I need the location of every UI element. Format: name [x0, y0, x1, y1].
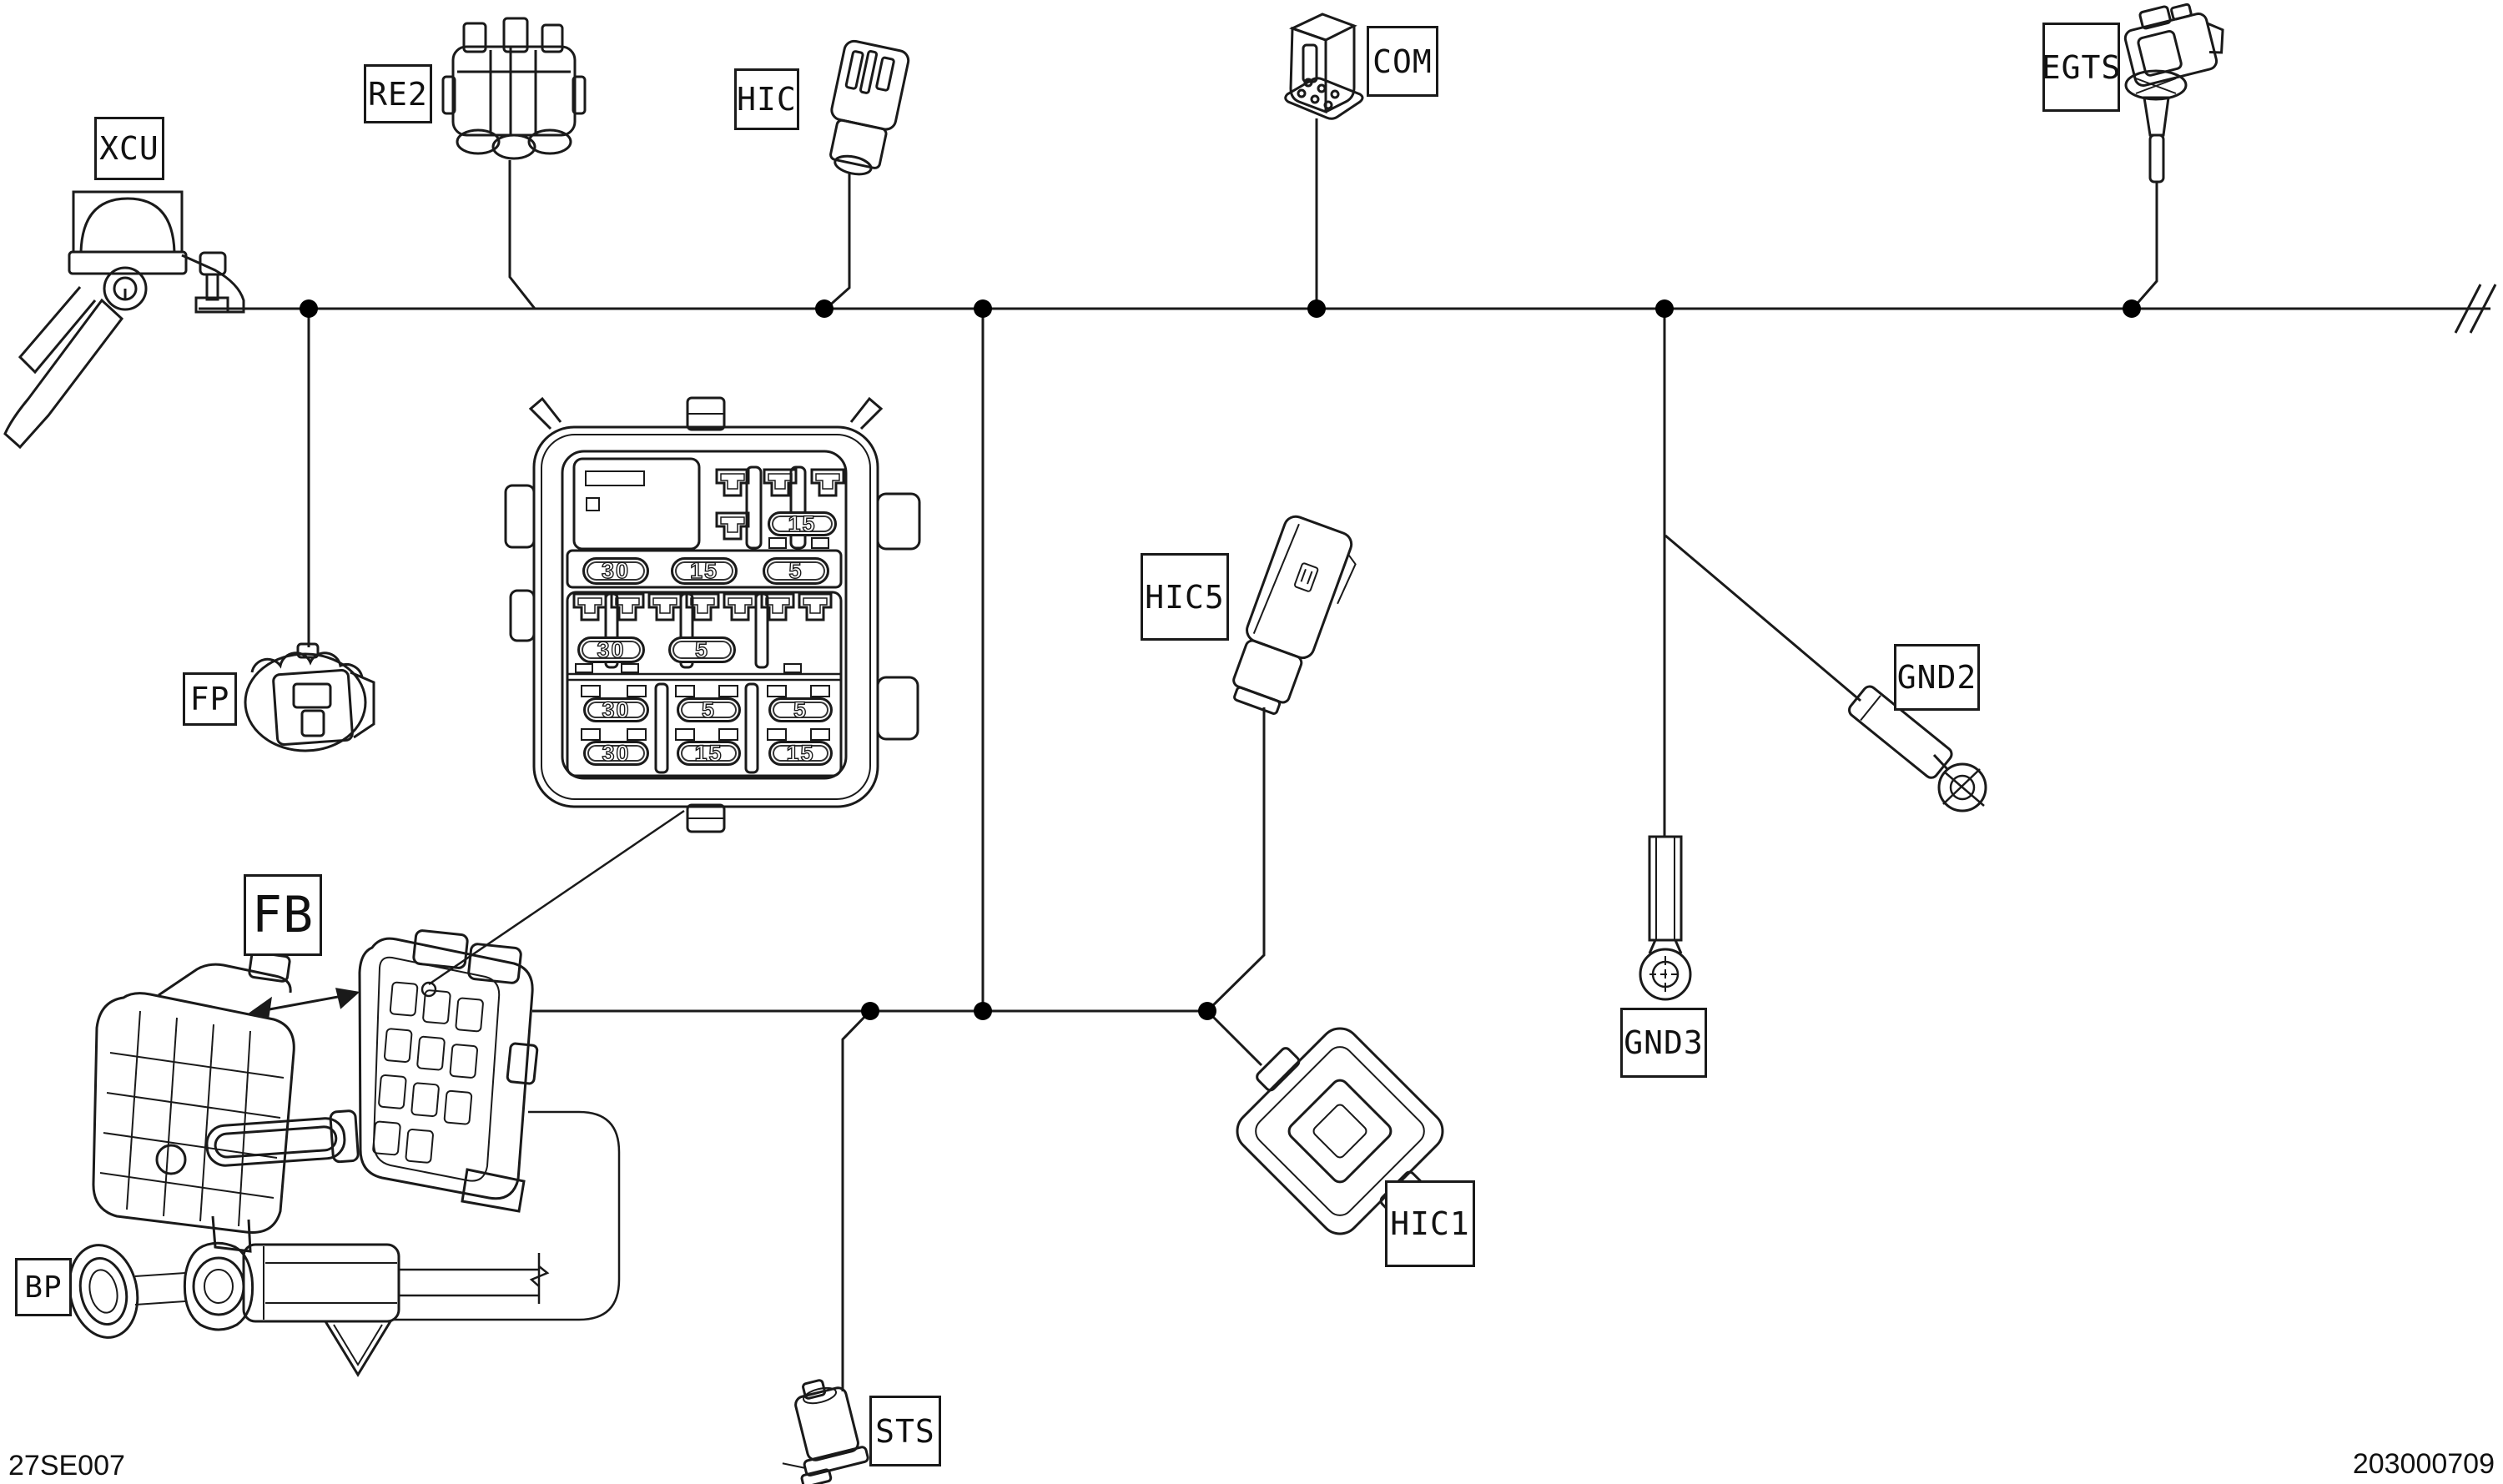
label-gnd3: GND3 [1620, 1008, 1707, 1078]
re2-connector [441, 17, 587, 160]
fb-connector-right [358, 929, 539, 1213]
label-com: COM [1367, 26, 1438, 97]
junction-dot [815, 299, 833, 318]
label-fb: FB [244, 874, 322, 956]
fuse-value-pill: 30 [583, 740, 649, 766]
junction-dot [1198, 1002, 1216, 1020]
wire-egts [2132, 182, 2158, 309]
label-fp: FP [183, 672, 237, 726]
harness-wires [199, 118, 2490, 1391]
junction-dot [974, 299, 992, 318]
wire-re2 [508, 160, 536, 309]
label-xcu: XCU [94, 117, 164, 180]
hic-connector [829, 39, 910, 176]
fuse-value-pill: 5 [677, 697, 741, 722]
fp-connector [244, 642, 375, 752]
wire-hic5 [1206, 707, 1266, 1013]
sts-connector [782, 1379, 869, 1484]
wire-sts [841, 1009, 872, 1391]
fuse-value-pill: 15 [768, 740, 833, 766]
junction-dot [974, 1002, 992, 1020]
label-sts: STS [869, 1396, 941, 1466]
harness-break-icon [2454, 284, 2497, 334]
bp-terminal [68, 1241, 400, 1377]
label-hic5: HIC5 [1141, 553, 1229, 641]
label-hic: HIC [734, 68, 799, 130]
gnd3-ring-terminal [1639, 835, 1692, 1001]
wire-fb-to-bp-curve [392, 1110, 621, 1321]
bp-wire-break-icon [529, 1253, 550, 1304]
gnd2-ring-terminal [1848, 685, 1987, 812]
part-number: 203000709 [2352, 1448, 2495, 1480]
wire-gnd2-branch [1664, 534, 1861, 702]
com-connector [1284, 13, 1364, 120]
junction-dot [300, 299, 318, 318]
label-gnd2: GND2 [1894, 644, 1980, 711]
fuse-value-pill: 5 [668, 636, 736, 663]
fuse-value-pill: 5 [763, 557, 829, 585]
wire-hic1 [1206, 1009, 1263, 1067]
junction-dot [1655, 299, 1674, 318]
xcu-connector [3, 190, 245, 450]
fuse-value-pill: 30 [577, 636, 645, 663]
fuse-box [504, 396, 921, 833]
fb-connector-left [92, 951, 360, 1253]
label-bp: BP [15, 1258, 72, 1316]
fuse-value-pill: 30 [582, 557, 649, 585]
wire-fusebox-to-fb [428, 809, 685, 986]
junction-dots [300, 299, 2141, 1020]
label-re2: RE2 [364, 64, 432, 123]
label-hic1: HIC1 [1385, 1180, 1475, 1267]
fuse-value-pill: 15 [768, 511, 837, 536]
fuse-value-pill: 15 [677, 740, 741, 766]
fuse-value-pill: 15 [671, 557, 738, 585]
junction-dot [861, 1002, 879, 1020]
drawing-code: 27SE007 [8, 1450, 125, 1481]
wire-hic [825, 172, 851, 310]
label-egts: EGTS [2042, 23, 2120, 112]
junction-dot [1307, 299, 1326, 318]
fuse-value-pill: 5 [768, 697, 833, 722]
egts-connector [2123, 3, 2224, 184]
fuse-value-pill: 30 [583, 697, 649, 722]
junction-dot [2123, 299, 2141, 318]
fb-mate-arrow-icon [247, 988, 360, 1019]
hic5-connector [1232, 515, 1357, 715]
